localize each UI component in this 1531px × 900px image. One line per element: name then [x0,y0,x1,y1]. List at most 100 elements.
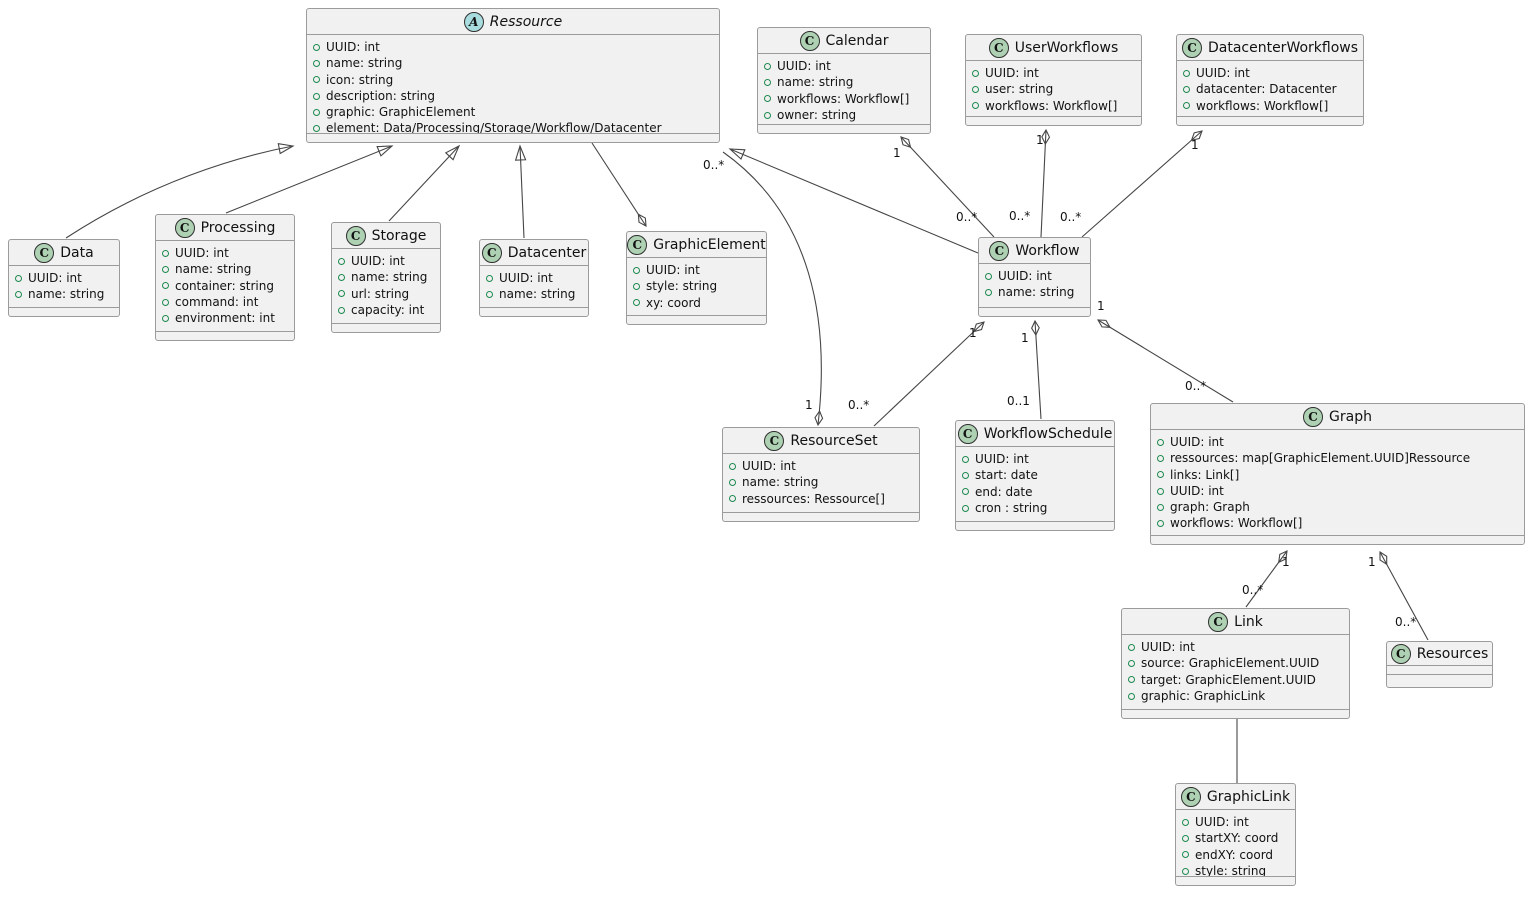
methods-compartment [979,307,1090,316]
attribute-row: icon: string [313,72,713,88]
class-icon: C [988,38,1009,58]
attribute-text: name: string [777,75,854,90]
field-visibility-icon [162,265,169,273]
field-visibility-icon [338,257,345,265]
edge-workflow-graph [1097,319,1234,403]
attribute-row: UUID: int [338,253,434,269]
attribute-text: owner: string [777,107,857,122]
attribute-row: start: date [962,467,1108,483]
attribute-text: links: Link[] [1170,467,1240,482]
field-visibility-icon [962,488,969,496]
attribute-text: style: string [646,279,718,294]
class-resources: C Resources [1386,641,1493,688]
methods-compartment [627,315,766,324]
class-icon: C [481,243,502,263]
class-name: WorkflowSchedule [983,426,1113,442]
attribute-text: UUID: int [1170,483,1224,498]
class-name: Resources [1416,646,1489,662]
attribute-text: UUID: int [777,59,831,73]
field-visibility-icon [162,298,169,306]
attribute-row: style: string [633,278,760,294]
attribute-row: UUID: int [1183,65,1357,81]
class-name: DatacenterWorkflows [1207,40,1359,56]
class-name: Link [1234,614,1263,630]
field-visibility-icon [985,288,992,296]
attribute-text: source: GraphicElement.UUID [1141,656,1320,671]
class-header: C Link [1122,609,1349,635]
class-name: Calendar [825,33,889,49]
attribute-text: element: Data/Processing/Storage/Workflo… [326,121,662,133]
attribute-row: UUID: int [1157,434,1518,450]
edge-data-extends-ressource [65,143,295,239]
attribute-row: ressources: map[GraphicElement.UUID]Ress… [1157,450,1518,466]
methods-compartment [723,512,919,521]
attribute-row: UUID: int [15,270,113,286]
attribute-row: links: Link[] [1157,467,1518,483]
attribute-text: name: string [499,287,576,302]
class-icon: C [34,243,55,263]
field-visibility-icon [729,495,736,503]
class-icon: C [799,31,820,51]
attribute-row: workflows: Workflow[] [764,91,924,107]
field-visibility-icon [1182,834,1189,842]
attribute-row: end: date [962,484,1108,500]
class-icon: C [627,235,648,255]
attribute-row: name: string [338,269,434,285]
multiplicity-label: 1 [1282,555,1290,569]
attribute-row: UUID: int [729,458,913,474]
attribute-text: icon: string [326,72,394,87]
attribute-text: command: int [175,294,259,309]
attribute-text: UUID: int [1196,66,1250,80]
field-visibility-icon [985,272,992,280]
class-name: GraphicLink [1206,789,1291,805]
attribute-row: UUID: int [486,270,582,286]
attribute-text: UUID: int [351,254,405,268]
attribute-row: element: Data/Processing/Storage/Workflo… [313,120,713,133]
attribute-row: startXY: coord [1182,830,1289,846]
field-visibility-icon [313,108,320,116]
class-name: Workflow [1015,243,1080,259]
multiplicity-label: 1 [1036,133,1044,147]
class-header: C Datacenter [480,240,588,266]
field-visibility-icon [313,43,320,51]
edge-datacenter-extends-ressource [514,144,527,239]
field-visibility-icon [15,274,22,282]
attribute-row: name: string [313,55,713,71]
attribute-row: workflows: Workflow[] [972,98,1135,114]
attribute-text: end: date [975,484,1033,499]
edge-userworkflows-workflow [1040,128,1051,238]
multiplicity-label: 1 [893,146,901,160]
field-visibility-icon [1128,692,1135,700]
edge-graph-link [1245,550,1288,608]
methods-compartment [1151,535,1524,544]
edge-graph-resources [1379,550,1429,641]
field-visibility-icon [972,85,979,93]
attribute-text: workflows: Workflow[] [777,91,910,106]
class-name: Data [60,245,94,261]
methods-compartment [1177,116,1363,125]
class-icon: C [989,241,1010,261]
field-visibility-icon [313,59,320,67]
class-header: C UserWorkflows [966,35,1141,61]
attribute-row: datacenter: Datacenter [1183,81,1357,97]
attribute-text: cron : string [975,500,1048,515]
attribute-text: target: GraphicElement.UUID [1141,672,1316,687]
methods-compartment [307,133,719,142]
attribute-text: UUID: int [1141,640,1195,654]
multiplicity-label: 0..* [956,210,978,224]
field-visibility-icon [338,273,345,281]
edge-workflow-extends-ressource [728,148,979,254]
class-header: C ResourceSet [723,428,919,454]
attribute-row: name: string [162,261,288,277]
